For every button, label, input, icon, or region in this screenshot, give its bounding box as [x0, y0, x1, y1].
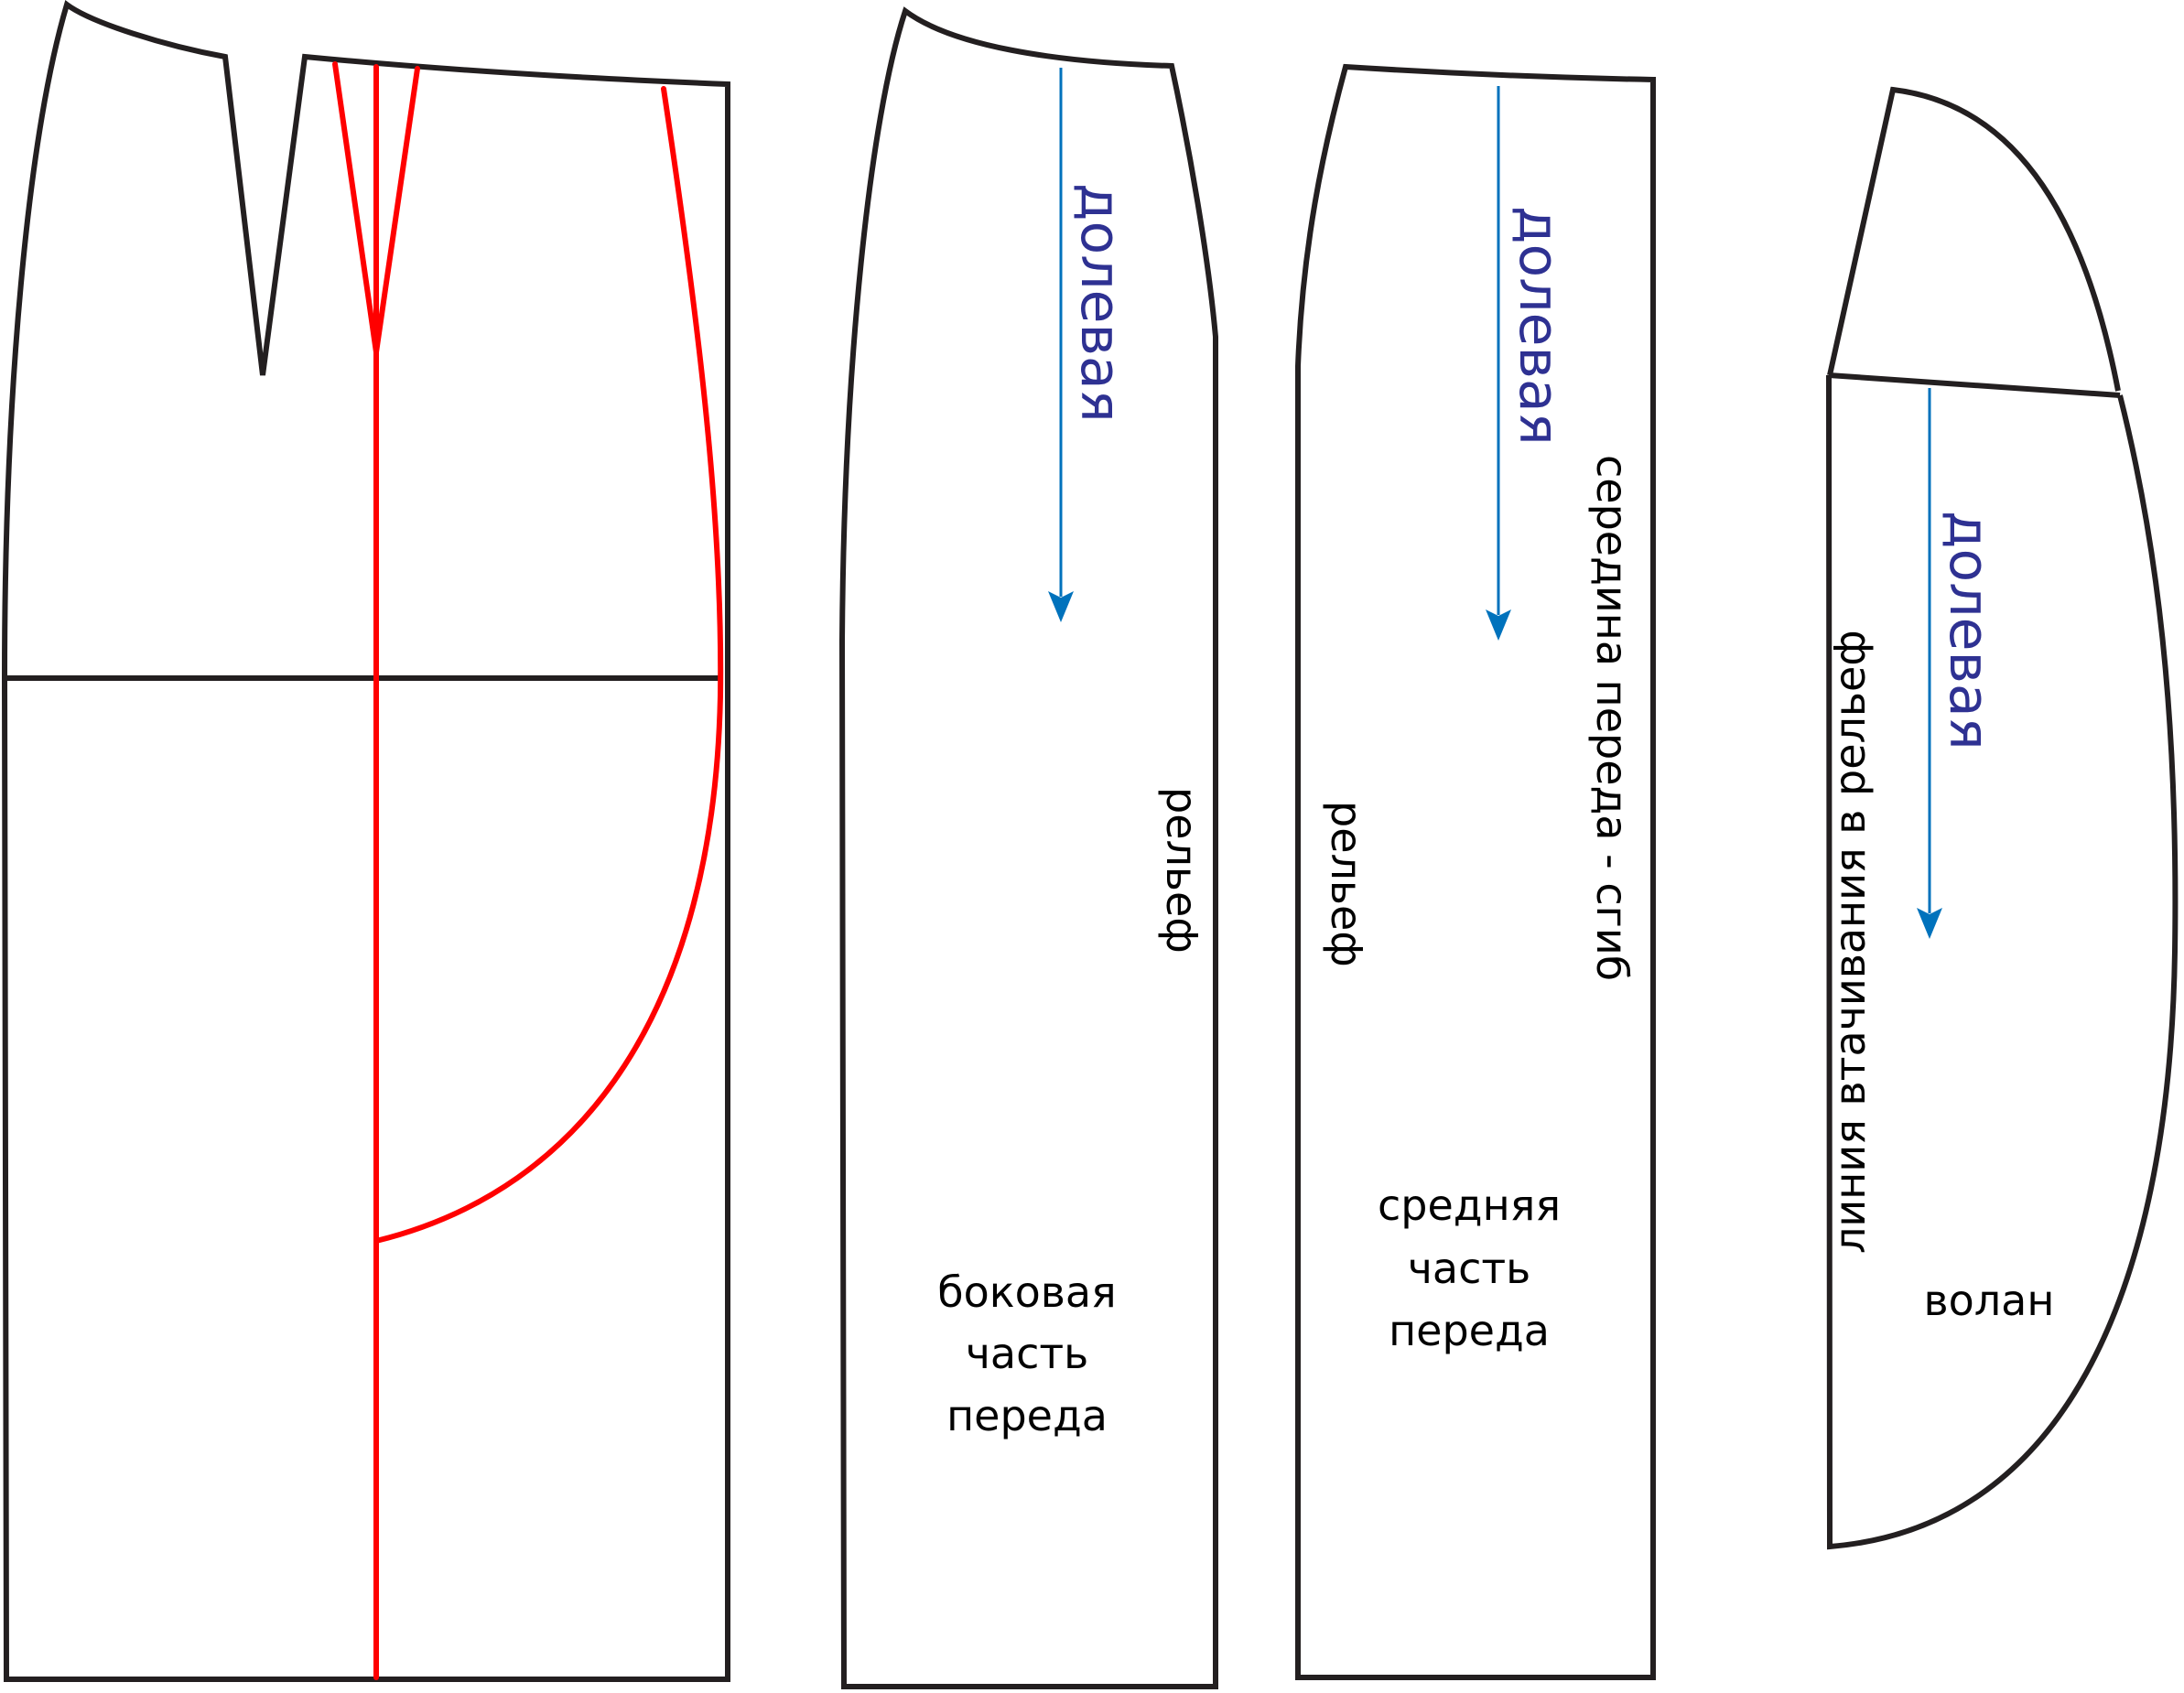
center-front-seam-label: рельеф: [1322, 801, 1371, 967]
side-front-seam-label: рельеф: [1157, 787, 1206, 954]
side-front-name-line-3: переда: [946, 1391, 1108, 1440]
basic-front-block: [1, 0, 730, 1682]
center-front-outline: [1295, 63, 1656, 1680]
center-front-grain-label: долевая: [1507, 206, 1571, 446]
flounce-grain-arrowhead: [1917, 908, 1942, 939]
dart-transfer-lines: [332, 61, 420, 355]
flounce-name-label: волан: [1924, 1276, 2055, 1325]
center-front-piece: долевая рельеф середина переда - сгиб ср…: [1295, 63, 1656, 1680]
center-front-name-line-3: переда: [1389, 1306, 1550, 1355]
side-front-name-line-1: боковая: [937, 1267, 1116, 1317]
flounce-seam-label: линия втачивания в рельеф: [1825, 630, 1875, 1254]
relief-curve-line: [373, 86, 724, 1244]
side-front-grain-arrowhead: [1048, 591, 1074, 622]
center-front-name-line-1: средняя: [1378, 1181, 1561, 1230]
flounce-top-cap-outline: [1827, 86, 2121, 392]
front-block-outline: [1, 0, 730, 1682]
center-front-name-line-2: часть: [1408, 1244, 1531, 1293]
side-front-outline: [838, 6, 1218, 1689]
flounce-top-seam-line: [1828, 372, 2121, 398]
side-front-name-line-2: часть: [966, 1329, 1089, 1378]
flounce-grain-label: долевая: [1937, 511, 2001, 750]
flounce-piece: долевая линия втачивания в рельеф волан: [1825, 86, 2179, 1550]
side-front-grain-label: долевая: [1068, 183, 1132, 423]
center-front-fold-label: середина переда - сгиб: [1587, 455, 1637, 981]
side-front-piece: долевая рельеф боковая часть переда: [838, 6, 1218, 1689]
center-front-grain-arrowhead: [1486, 609, 1511, 641]
flounce-body-outline: [1826, 374, 2179, 1550]
